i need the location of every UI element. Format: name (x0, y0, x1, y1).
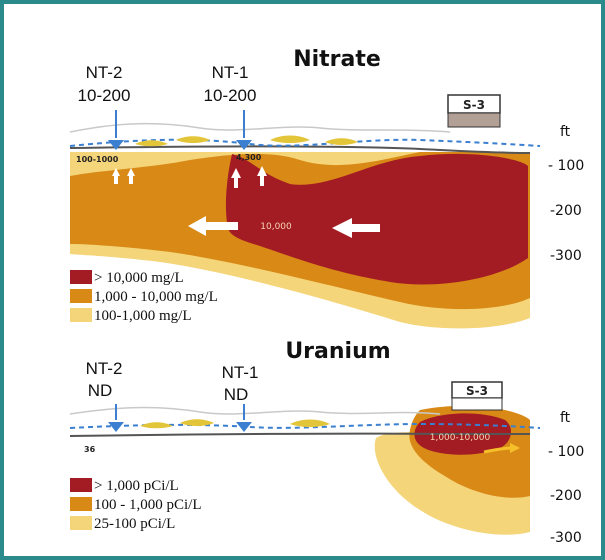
uranium-well-nt2-name: NT-2 (86, 359, 123, 378)
uranium-stream-arrow (483, 446, 513, 454)
nitrate-legend-swatch-mid (70, 289, 92, 303)
nitrate-label-nt1: 4,300 (236, 153, 262, 162)
uranium-legend-label-low: 25-100 pCi/L (94, 516, 175, 532)
nitrate-legend-label-mid: 1,000 - 10,000 mg/L (94, 289, 218, 305)
nitrate-site-label: S-3 (463, 98, 485, 112)
nitrate-well-nt2-name: NT-2 (86, 63, 123, 82)
nitrate-well-nt1-name: NT-1 (212, 63, 249, 82)
nitrate-legend-swatch-high (70, 270, 92, 284)
uranium-panel: S-3 Uranium NT-2 ND NT-1 ND 36 1,000-10,… (69, 339, 584, 546)
uranium-legend-label-mid: 100 - 1,000 pCi/L (94, 497, 202, 513)
uranium-label-plume: 1,000-10,000 (430, 433, 491, 443)
nitrate-depth-200: -200 (550, 203, 582, 219)
uranium-legend-swatch-mid (70, 497, 92, 511)
uranium-well-marker-nt2 (108, 422, 124, 432)
upward-arrow (112, 168, 120, 184)
upward-arrow (231, 168, 241, 188)
nitrate-well-marker-nt1 (236, 140, 252, 150)
upward-arrow (257, 166, 267, 186)
uranium-stream-arrowhead (510, 443, 520, 453)
nitrate-well-marker-nt2 (108, 140, 124, 150)
uranium-land-surface (69, 432, 530, 437)
nitrate-stream (325, 138, 358, 145)
nitrate-water-table (69, 138, 541, 147)
nitrate-depth-unit: ft (560, 124, 571, 140)
uranium-well-nt1-name: NT-1 (222, 363, 259, 382)
uranium-legend-swatch-low (70, 516, 92, 530)
nitrate-stream (135, 140, 168, 147)
nitrate-legend-label-high: > 10,000 mg/L (94, 270, 184, 286)
nitrate-stream (176, 136, 210, 143)
uranium-well-nt2-value: ND (88, 381, 113, 400)
nitrate-plume-high (225, 153, 529, 285)
uranium-grey-hills (69, 406, 441, 415)
leftward-arrow (188, 216, 238, 236)
uranium-title: Uranium (285, 339, 390, 364)
uranium-depth-100: - 100 (548, 444, 584, 460)
nitrate-flow-arrows (112, 166, 380, 238)
nitrate-well-nt2-value: 10-200 (78, 86, 131, 105)
nitrate-site-base (447, 112, 501, 128)
uranium-stream (140, 422, 173, 429)
nitrate-label-left: 100-1000 (76, 155, 119, 164)
nitrate-depth-100: - 100 (548, 158, 584, 174)
uranium-label-left: 36 (84, 445, 96, 454)
uranium-site-base (451, 397, 503, 411)
uranium-well-marker-nt1 (236, 422, 252, 432)
nitrate-legend-swatch-low (70, 308, 92, 322)
nitrate-grey-hills (69, 122, 451, 133)
nitrate-land-surface (69, 145, 531, 154)
nitrate-title: Nitrate (293, 47, 381, 72)
uranium-legend-swatch-high (70, 478, 92, 492)
uranium-stream (290, 419, 330, 427)
nitrate-legend-label-low: 100-1,000 mg/L (94, 308, 192, 324)
upward-arrow (127, 168, 135, 184)
uranium-depth-200: -200 (550, 488, 582, 504)
uranium-depth-unit: ft (560, 410, 571, 426)
nitrate-well-nt1-value: 10-200 (204, 86, 257, 105)
nitrate-label-center: 10,000 (260, 222, 292, 232)
nitrate-stream (270, 135, 310, 143)
leftward-arrow (332, 218, 380, 238)
nitrate-panel: S-3 Nitrate NT-2 10-200 NT-1 10-200 100-… (69, 47, 584, 329)
uranium-site-label: S-3 (466, 384, 488, 398)
uranium-well-nt1-value: ND (224, 385, 249, 404)
uranium-stream (180, 419, 214, 426)
uranium-depth-300: -300 (550, 530, 582, 546)
nitrate-depth-300: -300 (550, 248, 582, 264)
uranium-legend-label-high: > 1,000 pCi/L (94, 478, 179, 494)
